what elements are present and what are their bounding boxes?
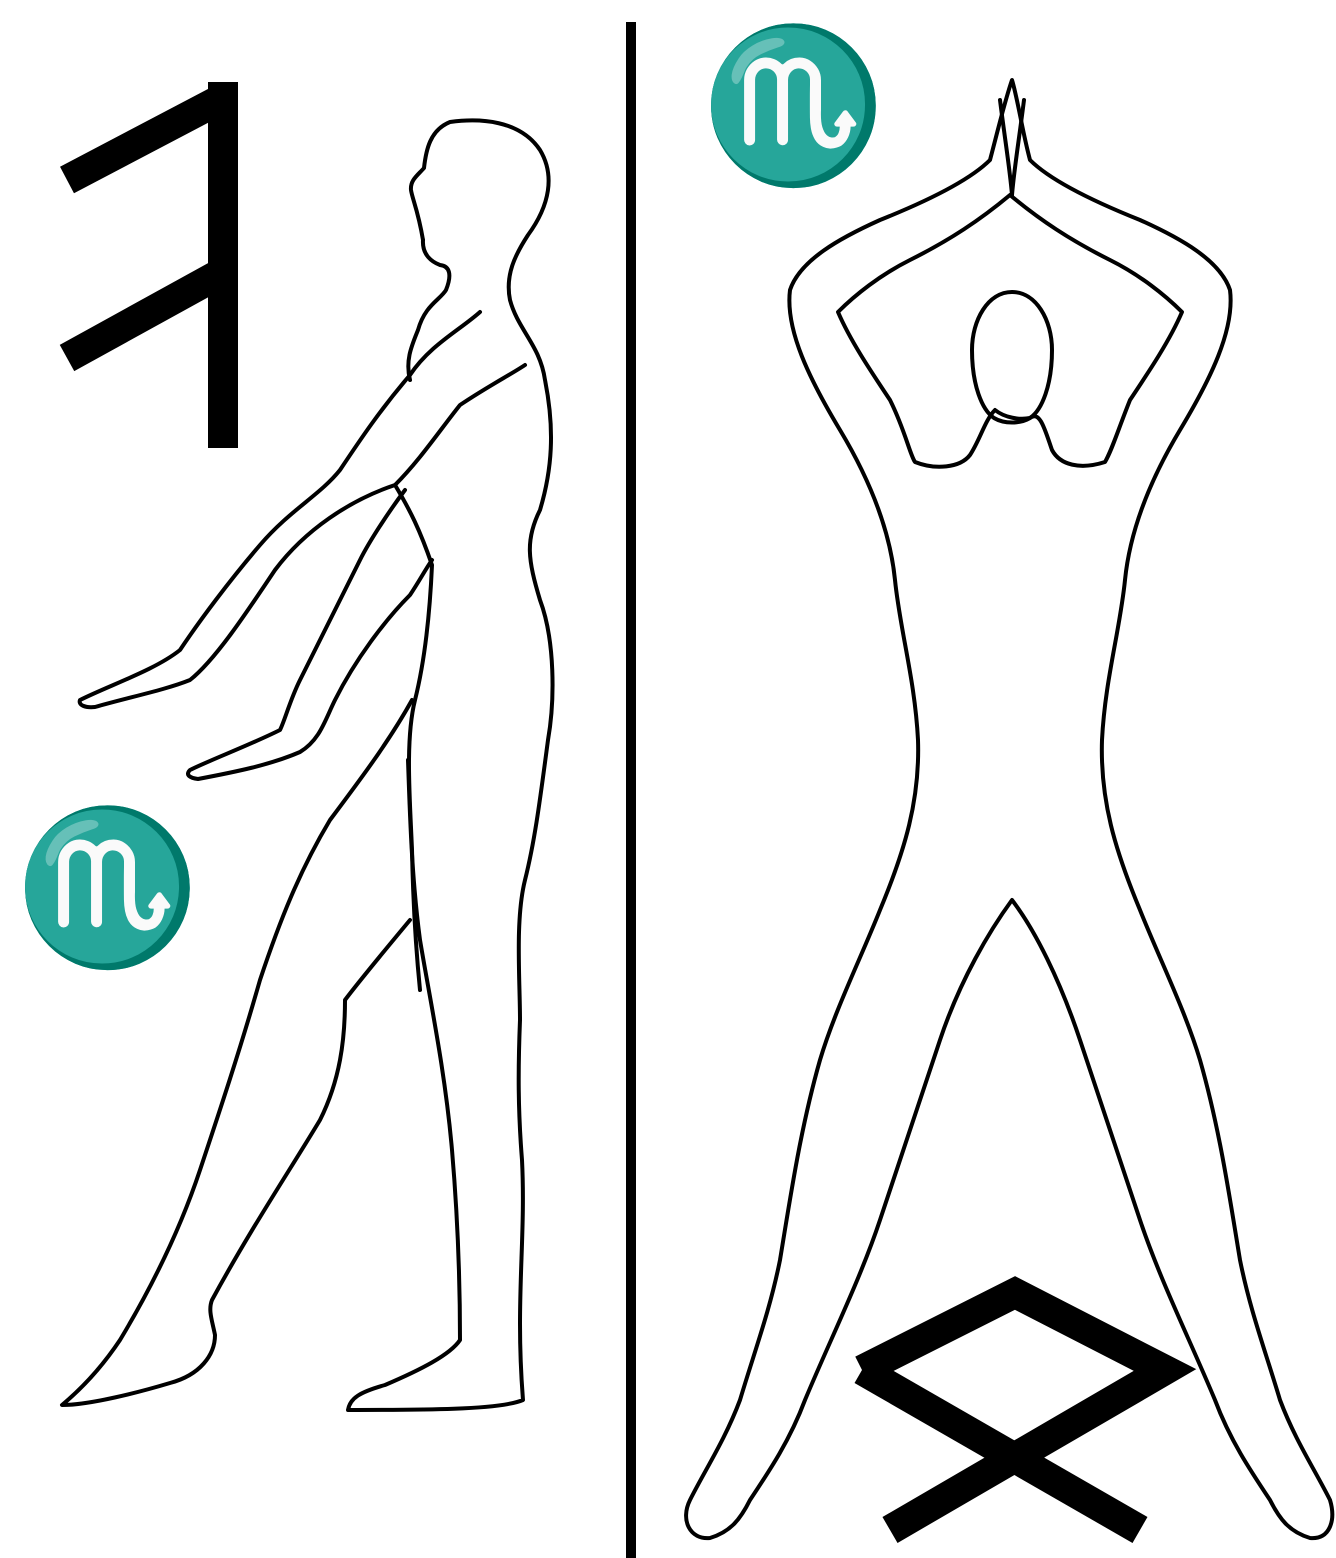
zodiac-sign-right: ♏ bbox=[700, 30, 887, 180]
rune-othala-icon bbox=[862, 1293, 1165, 1530]
rune-ansuz-icon bbox=[67, 82, 223, 448]
zodiac-sign-left: ♏ bbox=[14, 812, 201, 962]
figure-front-arms-raised bbox=[686, 80, 1332, 1538]
